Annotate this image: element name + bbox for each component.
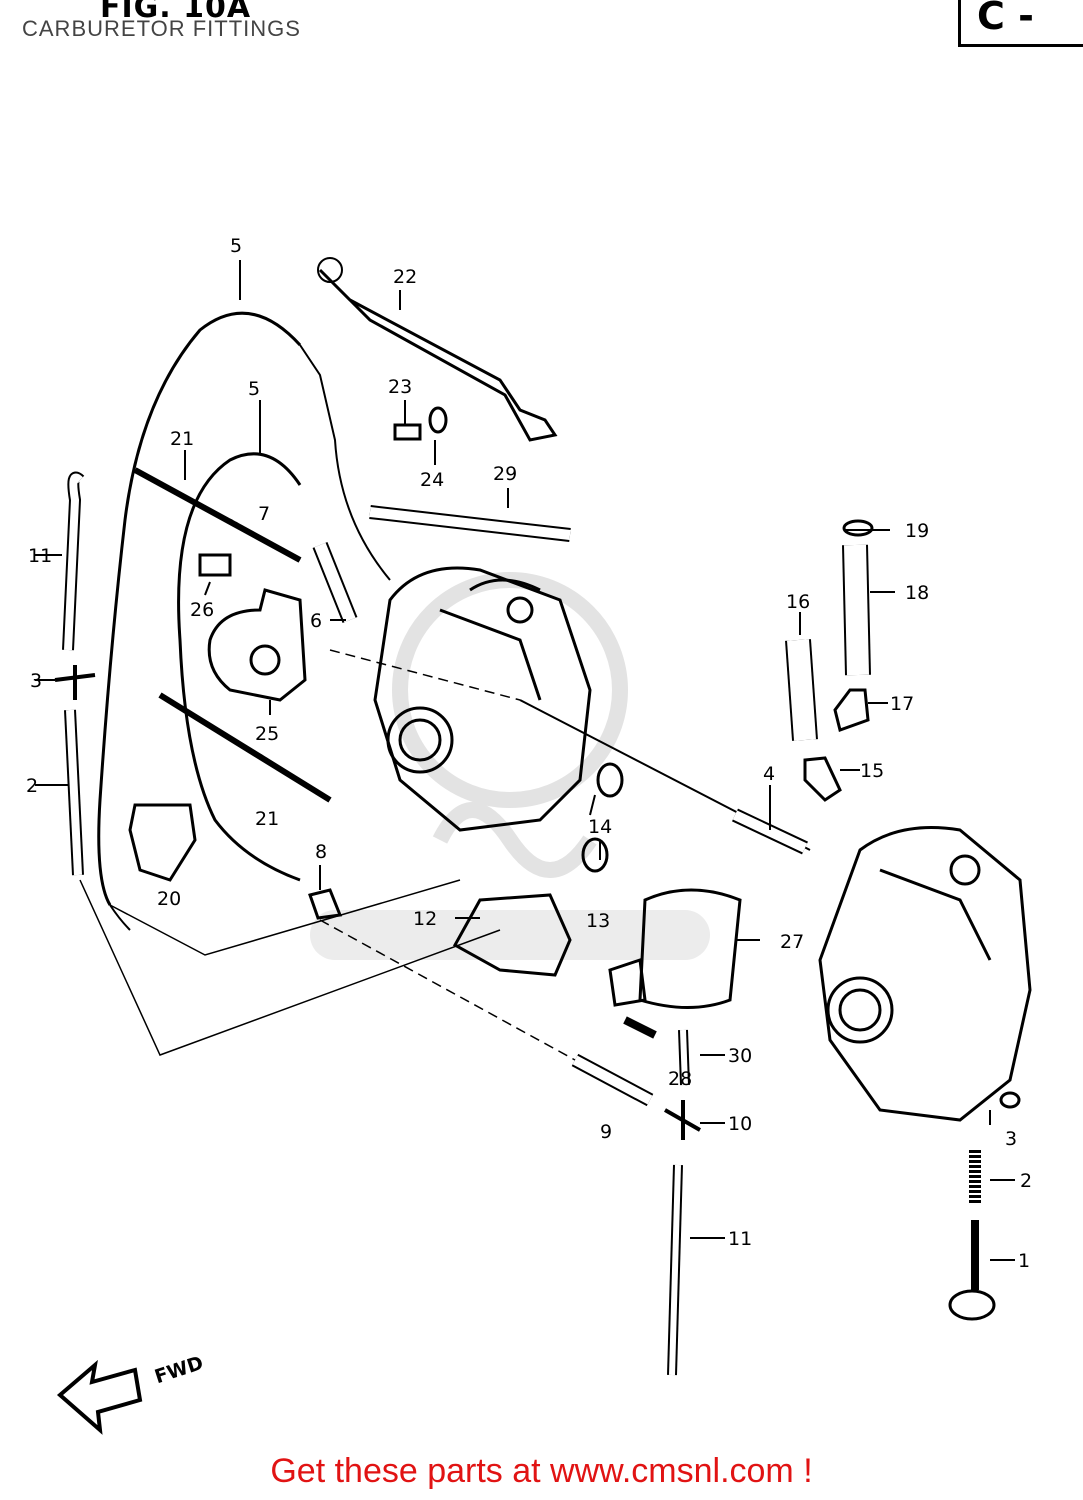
callout-2: 2 bbox=[26, 775, 38, 797]
figure-label: FIG. 10A bbox=[100, 0, 252, 25]
callout-20: 20 bbox=[157, 888, 181, 910]
callout-12: 12 bbox=[413, 908, 437, 930]
callout-17: 17 bbox=[890, 693, 914, 715]
parts-diagram: FWD 5 22 5 23 21 24 29 7 19 11 18 16 26 … bbox=[26, 235, 1032, 1435]
throttle-sensor-25 bbox=[207, 588, 307, 702]
callout-5: 5 bbox=[230, 235, 242, 257]
callout-2: 2 bbox=[1020, 1170, 1032, 1192]
hose-5-outer bbox=[97, 311, 302, 906]
callout-28: 28 bbox=[668, 1068, 692, 1090]
fuel-filter-27 bbox=[638, 888, 742, 1009]
callout-14: 14 bbox=[588, 816, 612, 838]
callout-21: 21 bbox=[255, 808, 279, 830]
callout-24: 24 bbox=[420, 469, 444, 491]
diagram-title: CARBURETOR FITTINGS bbox=[22, 16, 301, 41]
callout-25: 25 bbox=[255, 723, 279, 745]
callout-11: 11 bbox=[728, 1228, 752, 1250]
callout-1: 1 bbox=[1018, 1250, 1030, 1272]
callout-26: 26 bbox=[190, 599, 214, 621]
hose-5-inner bbox=[177, 452, 302, 882]
callout-29: 29 bbox=[493, 463, 517, 485]
callout-4: 4 bbox=[763, 763, 775, 785]
callout-3: 3 bbox=[30, 670, 42, 692]
callout-7: 7 bbox=[258, 503, 270, 525]
fwd-label: FWD bbox=[152, 1352, 206, 1388]
callout-11: 11 bbox=[28, 545, 52, 567]
callout-18: 18 bbox=[905, 582, 929, 604]
callout-13: 13 bbox=[586, 910, 610, 932]
section-code-box: C - bbox=[958, 0, 1083, 47]
callout-16: 16 bbox=[786, 591, 810, 613]
watermark-logo bbox=[310, 572, 710, 960]
callout-8: 8 bbox=[315, 841, 327, 863]
section-code: C - bbox=[977, 0, 1034, 38]
callout-10: 10 bbox=[728, 1113, 752, 1135]
bracket-22 bbox=[318, 268, 558, 442]
callout-23: 23 bbox=[388, 376, 412, 398]
callout-6: 6 bbox=[310, 610, 322, 632]
callout-5: 5 bbox=[248, 378, 260, 400]
callout-22: 22 bbox=[393, 266, 417, 288]
callout-15: 15 bbox=[860, 760, 884, 782]
callout-21: 21 bbox=[170, 428, 194, 450]
callout-3: 3 bbox=[1005, 1128, 1017, 1150]
footer-link[interactable]: Get these parts at www.cmsnl.com ! bbox=[270, 1452, 813, 1490]
callout-19: 19 bbox=[905, 520, 929, 542]
callout-30: 30 bbox=[728, 1045, 752, 1067]
carburetor-left bbox=[373, 566, 592, 832]
callout-27: 27 bbox=[780, 931, 804, 953]
carburetor-right bbox=[818, 826, 1032, 1122]
callout-9: 9 bbox=[600, 1121, 612, 1143]
forward-arrow-icon bbox=[56, 1359, 143, 1435]
